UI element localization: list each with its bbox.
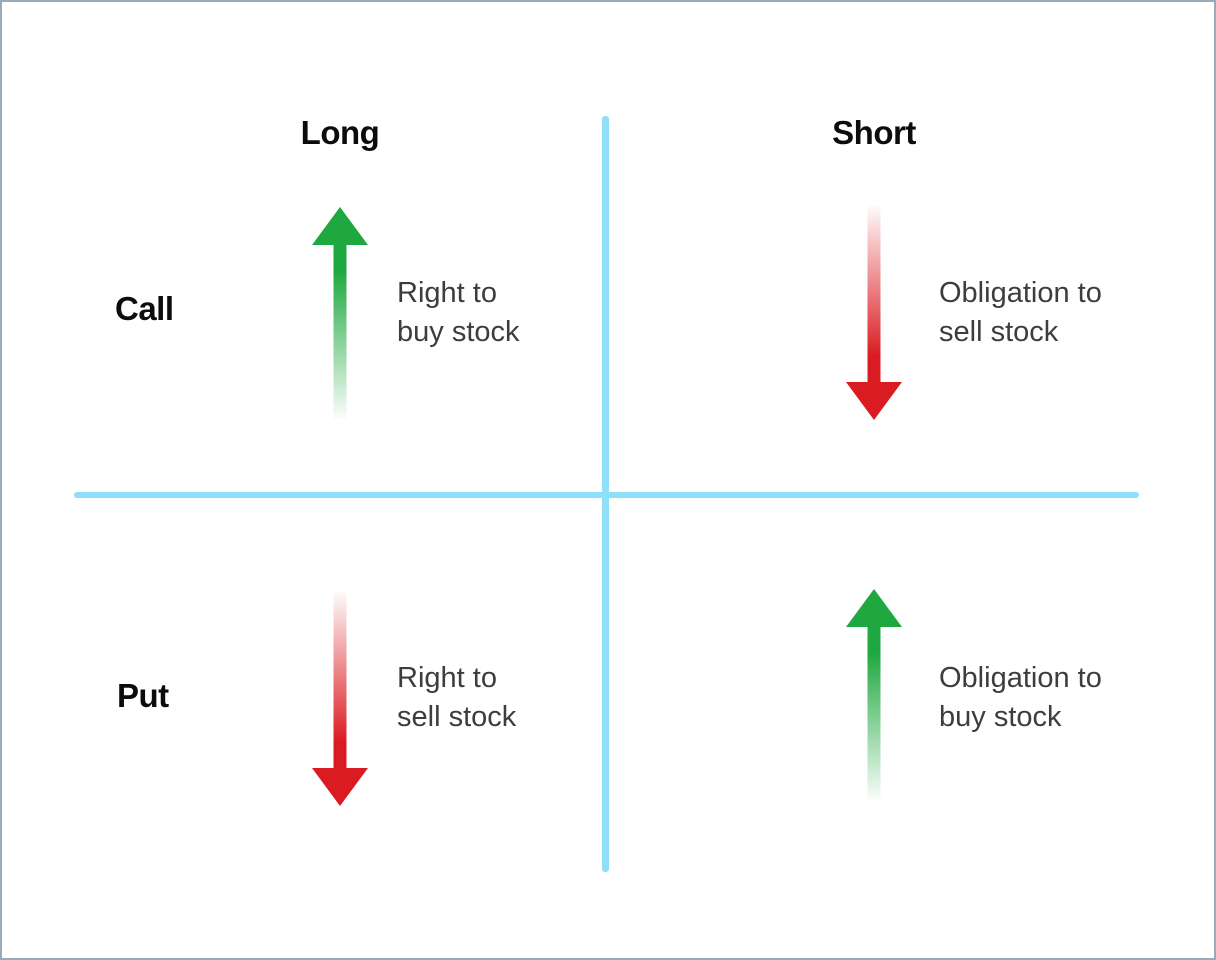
quadrant-call-short-description: Obligation to sell stock [939,274,1102,352]
description-line: sell stock [397,701,517,733]
green-up-arrow-icon [846,589,902,801]
description-line: sell stock [939,316,1059,348]
green-up-arrow-icon [312,207,368,419]
quadrant-call-long-description: Right to buy stock [397,274,520,352]
description-line: Right to [397,662,497,694]
quadrant-put-short-description: Obligation to buy stock [939,659,1102,737]
row-header-put: Put [117,677,169,714]
row-header-call: Call [115,290,174,327]
description-line: Obligation to [939,662,1102,694]
description-line: Obligation to [939,277,1102,309]
description-line: buy stock [939,701,1062,733]
red-down-arrow-icon [846,206,902,420]
description-line: buy stock [397,316,520,348]
quadrant-put-long-description: Right to sell stock [397,659,516,737]
red-down-arrow-icon [312,592,368,806]
column-header-short: Short [832,114,916,151]
column-header-long: Long [300,114,380,151]
horizontal-divider-line [74,492,1139,498]
description-line: Right to [397,277,497,309]
